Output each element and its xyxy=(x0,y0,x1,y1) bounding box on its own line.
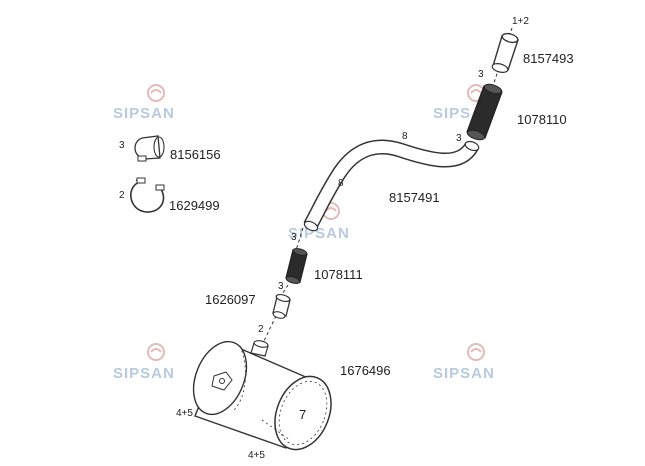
watermark-text: SIPSAN xyxy=(113,105,175,122)
watermark-text: SIPSAN xyxy=(113,365,175,382)
callout-top: 1+2 xyxy=(512,16,529,27)
clamp-8156156-icon xyxy=(134,135,165,162)
watermark-bottom-left: SIPSAN xyxy=(113,343,175,382)
part-label-1078110: 1078110 xyxy=(517,112,567,127)
part-label-8156156: 8156156 xyxy=(170,147,221,162)
callout-3-upper: 3 xyxy=(478,69,484,80)
assembly-center-line xyxy=(261,27,513,346)
muffler-number: 7 xyxy=(299,407,306,422)
bent-pipe-8157491 xyxy=(303,139,480,232)
part-label-1629499: 1629499 xyxy=(169,198,220,213)
callout-3-lower: 3 xyxy=(278,281,284,292)
part-label-1626097: 1626097 xyxy=(205,292,256,307)
watermark-logo-icon xyxy=(147,343,165,361)
part-label-1078111: 1078111 xyxy=(314,267,363,282)
callout-2-legend: 2 xyxy=(119,190,125,201)
adapter-1626097 xyxy=(272,293,291,319)
rubber-hose-1078110 xyxy=(466,83,503,141)
tail-pipe-8157493 xyxy=(491,32,519,73)
watermark-top-left: SIPSAN xyxy=(113,84,175,122)
watermark-logo-icon xyxy=(467,343,485,361)
callout-muffler-bottom: 4+5 xyxy=(248,450,265,461)
part-label-8157491: 8157491 xyxy=(389,190,440,205)
clamp-1629499-icon xyxy=(130,177,165,213)
callout-muffler-left: 4+5 xyxy=(176,408,193,419)
watermark-text: SIPSAN xyxy=(433,365,495,382)
watermark-text: SIPSAN xyxy=(288,225,350,242)
part-label-8157493: 8157493 xyxy=(523,51,574,66)
muffler-1676496 xyxy=(192,340,332,451)
part-label-1676496: 1676496 xyxy=(340,363,391,378)
callout-3-mid: 3 xyxy=(291,232,297,243)
callout-8-lower: 8 xyxy=(338,178,344,189)
callout-3-right: 3 xyxy=(456,133,462,144)
callout-2-lower: 2 xyxy=(258,324,264,335)
watermark-bottom-right: SIPSAN xyxy=(433,343,495,382)
callout-3-legend: 3 xyxy=(119,140,125,151)
rubber-hose-1078111 xyxy=(285,248,308,284)
callout-8-upper: 8 xyxy=(402,131,408,142)
watermark-logo-icon xyxy=(147,84,165,102)
